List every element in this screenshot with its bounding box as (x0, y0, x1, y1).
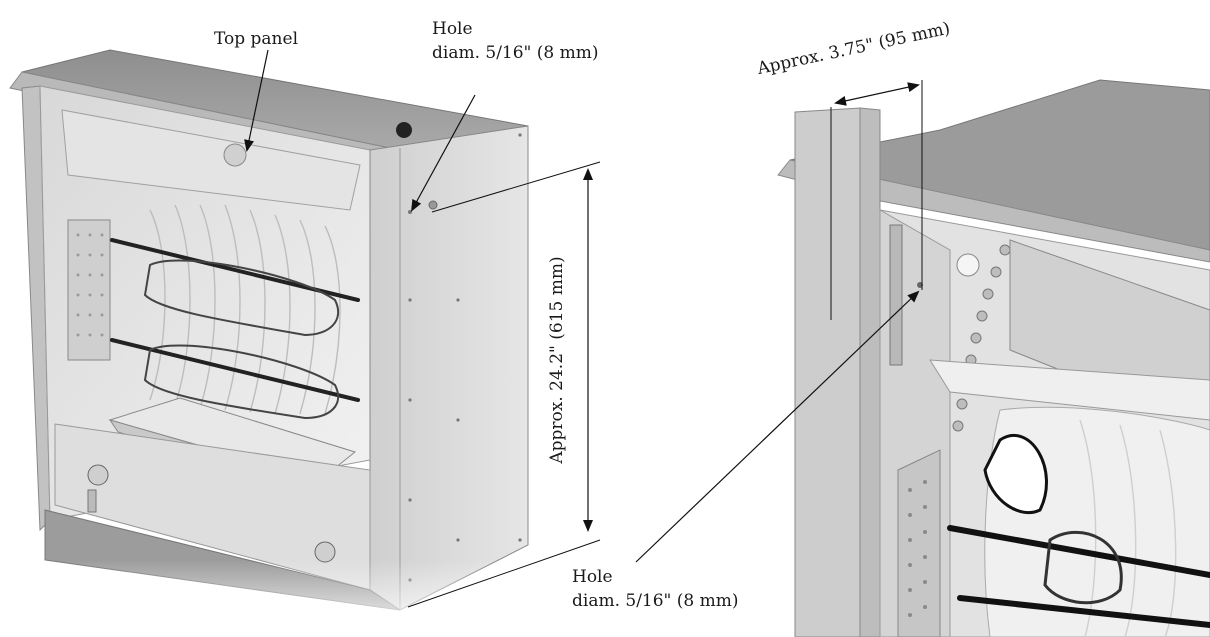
hole-bottom-arrow (635, 290, 920, 563)
hole-bottom-label-line2: diam. 5/16" (8 mm) (572, 591, 739, 611)
hole-top-label-line2: diam. 5/16" (8 mm) (432, 43, 599, 63)
right-leader-lines (635, 80, 923, 563)
hole-top-arrow (411, 94, 476, 212)
right-closeup-illustration (777, 79, 1210, 637)
hole-bottom-label-line1: Hole (572, 567, 613, 587)
width-dimension-line (834, 82, 920, 106)
left-oven-illustration (9, 49, 530, 637)
height-dimension-label: Approx. 24.2" (615 mm) (547, 256, 567, 464)
hole-top-label-line1: Hole (432, 19, 473, 39)
extension-line-top (431, 161, 601, 213)
left-leader-lines (244, 49, 601, 608)
top-panel-arrow (244, 49, 269, 152)
extension-line-bottom (407, 539, 601, 608)
top-panel-label: Top panel (214, 29, 299, 49)
